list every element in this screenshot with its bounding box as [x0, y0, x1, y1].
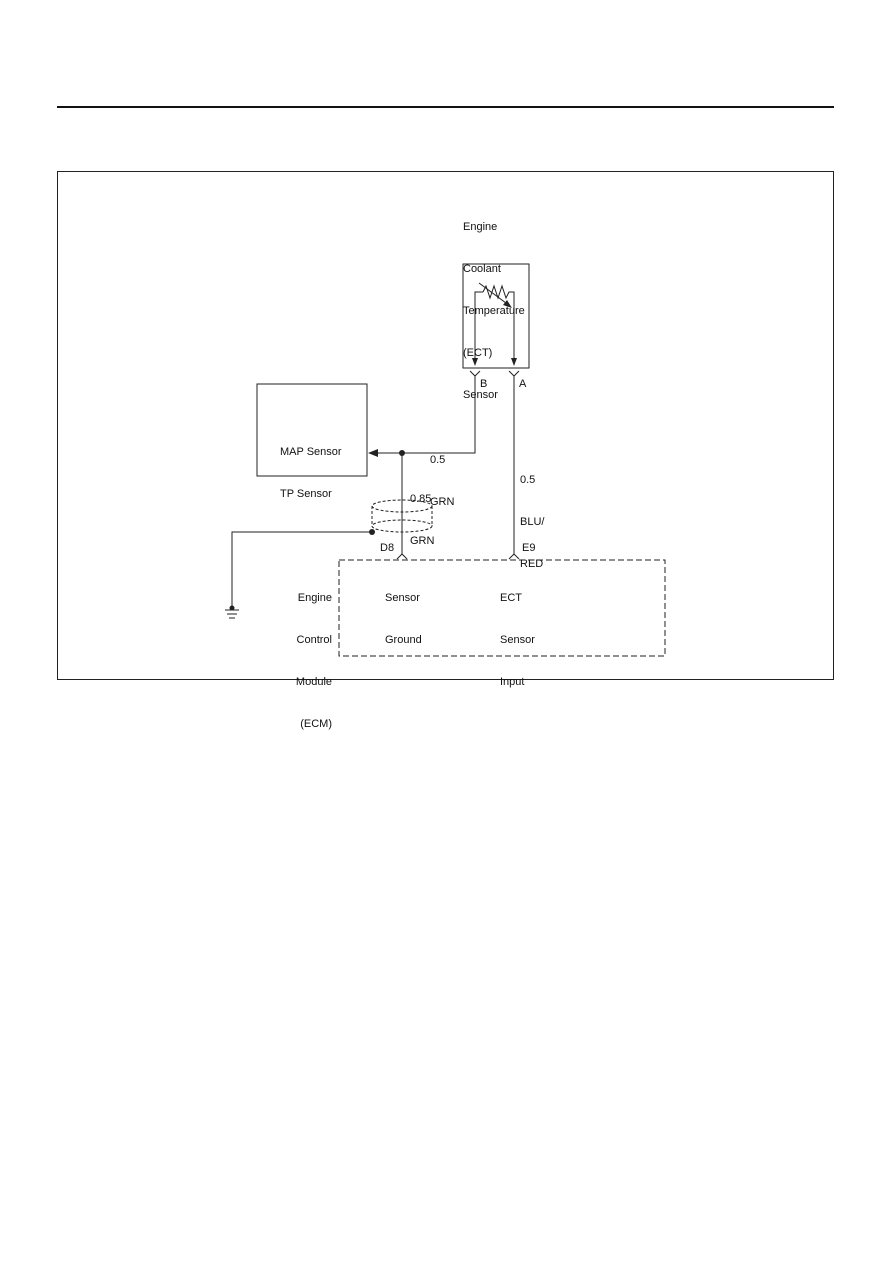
- ecm-title-line: (ECM): [300, 718, 332, 730]
- wire-gauge: 0.5: [430, 454, 446, 466]
- wire-grn-05-label: 0.5 GRN: [430, 425, 454, 523]
- ect-title-line: Coolant: [463, 263, 501, 275]
- ect-sensor-box: [462, 263, 530, 369]
- ecm-title-line: Module: [295, 676, 332, 688]
- wire-color: RED: [520, 558, 544, 570]
- pin-d8-label: D8: [380, 542, 395, 554]
- wire-gauge: 0.85: [410, 493, 432, 505]
- sensor-ground-line: Ground: [385, 634, 422, 646]
- wire-blu-red-label: 0.5 BLU/ RED: [520, 445, 544, 585]
- wire-color: GRN: [430, 496, 455, 508]
- connector-e9-icon: [508, 553, 520, 560]
- thermistor-icon: [474, 282, 515, 364]
- wire-grn-085-label: 0.85 GRN: [410, 464, 434, 562]
- ecm-box: [338, 559, 666, 657]
- shield-drain-wire: [231, 531, 372, 610]
- pin-b-label: B: [480, 378, 488, 390]
- ect-title-line: Engine: [463, 221, 498, 233]
- ect-title-line: (ECT): [463, 347, 493, 359]
- ecm-title: Engine Control Module (ECM): [278, 563, 332, 745]
- ground-icon: [225, 609, 239, 619]
- ect-title-line: Temperature: [463, 305, 525, 317]
- wire-color: BLU/: [520, 516, 545, 528]
- thermistor-arrow-icon: [503, 300, 512, 308]
- pin-e9-label: E9: [522, 542, 536, 554]
- header-rule: [57, 106, 834, 108]
- wire-grn-05: [378, 376, 476, 454]
- connector-d8-icon: [396, 553, 408, 560]
- ect-input-line: ECT: [500, 592, 522, 604]
- map-tp-line: MAP Sensor: [280, 446, 342, 458]
- sensor-ground-label: Sensor Ground: [385, 563, 422, 661]
- pin-b-inner-arrow-icon: [472, 358, 478, 366]
- wire-gauge: 0.5: [520, 474, 536, 486]
- sensor-ground-line: Sensor: [385, 592, 420, 604]
- ecm-title-line: Engine: [297, 592, 332, 604]
- map-tp-sensor-label: MAP Sensor TP Sensor: [280, 417, 342, 515]
- ect-input-label: ECT Sensor Input: [500, 563, 535, 703]
- ect-input-line: Sensor: [500, 634, 535, 646]
- ecm-title-line: Control: [296, 634, 332, 646]
- ect-input-line: Input: [500, 676, 525, 688]
- shield-icon: [371, 499, 433, 533]
- ect-title-line: Sensor: [463, 389, 498, 401]
- wire-color: GRN: [410, 535, 435, 547]
- ect-sensor-title: Engine Coolant Temperature (ECT) Sensor: [463, 192, 525, 416]
- map-tp-sensor-box: [256, 383, 368, 477]
- pin-a-inner-arrow-icon: [511, 358, 517, 366]
- map-tp-arrow-icon: [368, 449, 378, 457]
- pin-a-label: A: [519, 378, 527, 390]
- map-tp-line: TP Sensor: [280, 488, 332, 500]
- diagram-frame: [57, 171, 834, 680]
